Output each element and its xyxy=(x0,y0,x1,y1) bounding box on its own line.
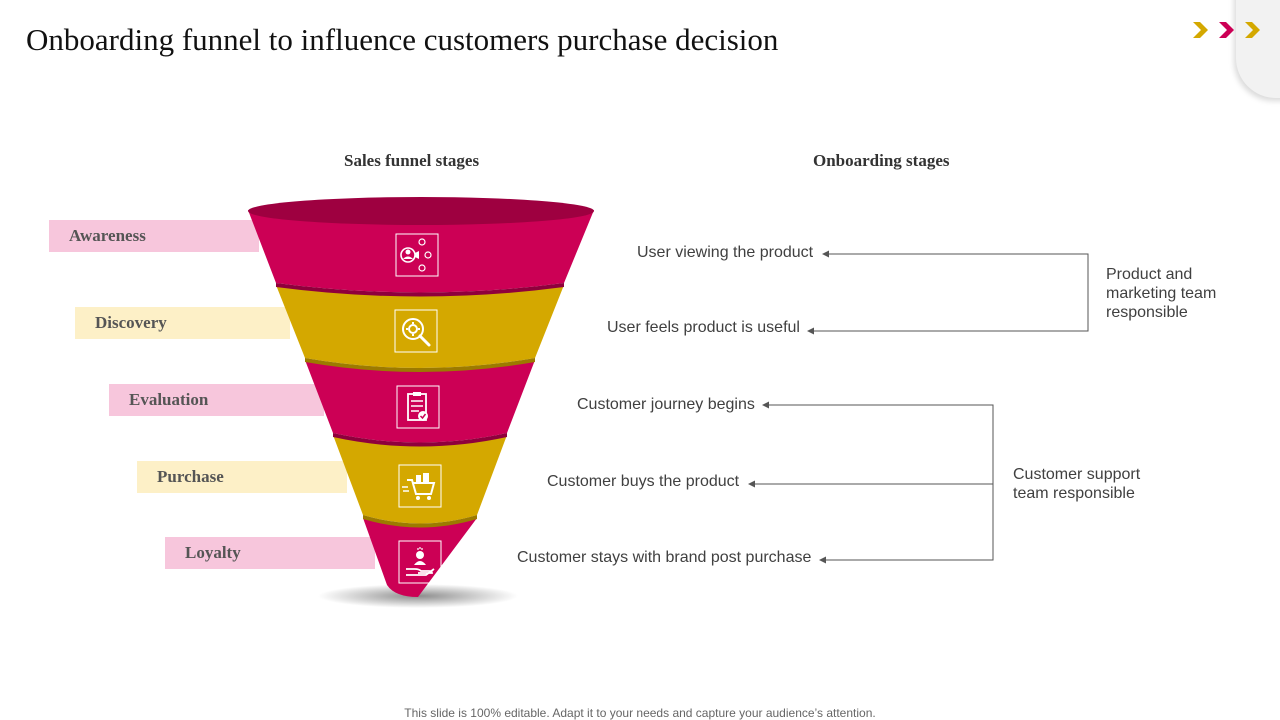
footer-note: This slide is 100% editable. Adapt it to… xyxy=(404,706,876,720)
shopping-cart-icon xyxy=(398,464,442,508)
stage-label-purchase: Purchase xyxy=(137,461,347,493)
onboarding-step-2: User feels product is useful xyxy=(607,319,800,336)
onboarding-header: Onboarding stages xyxy=(813,151,950,170)
clipboard-check-icon xyxy=(396,385,440,429)
connector-customer-support xyxy=(755,404,994,561)
stage-label-evaluation: Evaluation xyxy=(109,384,324,416)
stage-label-awareness: Awareness xyxy=(49,220,259,252)
users-network-icon xyxy=(395,233,439,277)
connector-product-marketing xyxy=(814,253,1089,332)
funnel-segment-awareness xyxy=(248,210,594,293)
arrow-head xyxy=(762,401,769,409)
stage-label-loyalty: Loyalty xyxy=(165,537,375,569)
arrow-head xyxy=(822,250,829,258)
onboarding-step-4: Customer buys the product xyxy=(547,473,740,490)
chevrons-icon xyxy=(1193,22,1260,38)
funnel-segment-discovery xyxy=(276,285,564,368)
onboarding-step-5: Customer stays with brand post purchase xyxy=(517,549,812,566)
team-product-marketing: Product and marketing team responsible xyxy=(1106,266,1217,321)
onboarding-step-3: Customer journey begins xyxy=(577,396,755,413)
team-customer-support: Customer support team responsible xyxy=(1013,466,1141,502)
funnel-top-rim xyxy=(248,197,594,225)
hand-user-icon xyxy=(398,540,442,584)
sales-funnel-header: Sales funnel stages xyxy=(344,151,480,170)
arrow-head xyxy=(819,556,826,564)
slide-title: Onboarding funnel to influence customers… xyxy=(26,22,779,57)
stage-label-discovery: Discovery xyxy=(75,307,290,339)
corner-tab xyxy=(1236,0,1280,98)
arrow-head xyxy=(807,327,814,335)
search-gear-icon xyxy=(394,309,438,353)
onboarding-step-1: User viewing the product xyxy=(637,244,814,261)
arrow-head xyxy=(748,480,755,488)
